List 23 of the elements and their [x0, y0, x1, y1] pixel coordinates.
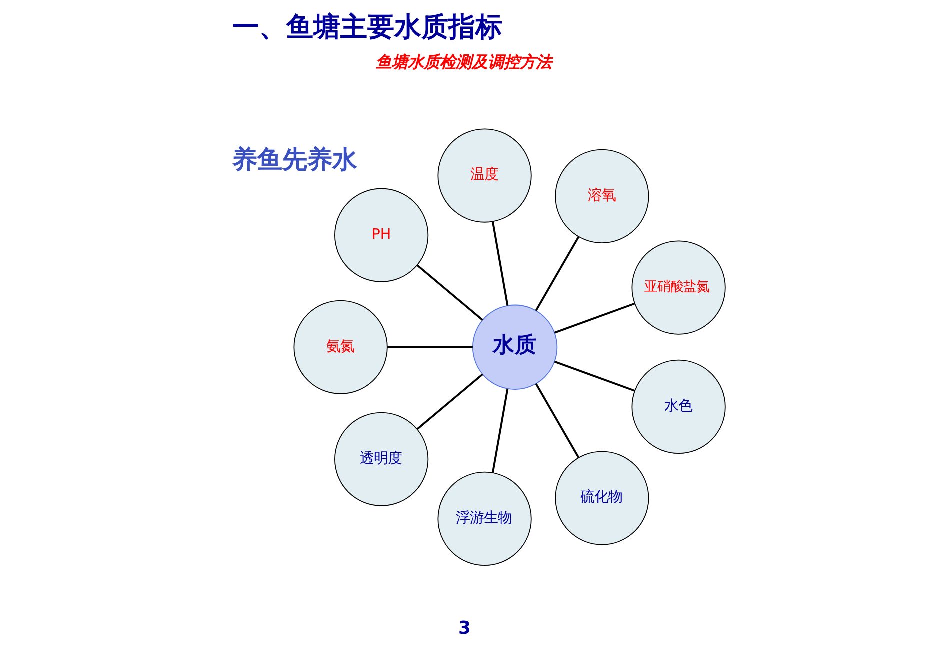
label: 鱼塘水质检测及调控方法: [375, 52, 552, 72]
connector: [534, 236, 580, 312]
label: 3: [458, 618, 470, 639]
node-circle: PH: [334, 188, 428, 282]
diagram-title: 一、鱼塘主要水质指标: [232, 12, 502, 43]
connector: [534, 383, 580, 458]
node-circle: 水质: [472, 304, 558, 390]
node-circle: 浮游生物: [437, 472, 532, 566]
connector: [491, 222, 508, 306]
connector: [416, 374, 483, 430]
node-circle: 水色: [631, 360, 726, 454]
node-circle: 透明度: [334, 412, 428, 506]
label: 养鱼先养水: [232, 145, 358, 174]
connector: [491, 388, 508, 474]
connector: [554, 360, 635, 392]
node-circle: 硫化物: [554, 451, 649, 546]
connector: [387, 346, 472, 348]
connector: [416, 264, 483, 322]
node-circle: 溶氧: [554, 149, 649, 244]
connector: [554, 302, 635, 334]
node-circle: 亚硝酸盐氮: [631, 240, 726, 335]
node-circle: 温度: [437, 128, 532, 223]
node-circle: 氨氮: [293, 300, 388, 394]
